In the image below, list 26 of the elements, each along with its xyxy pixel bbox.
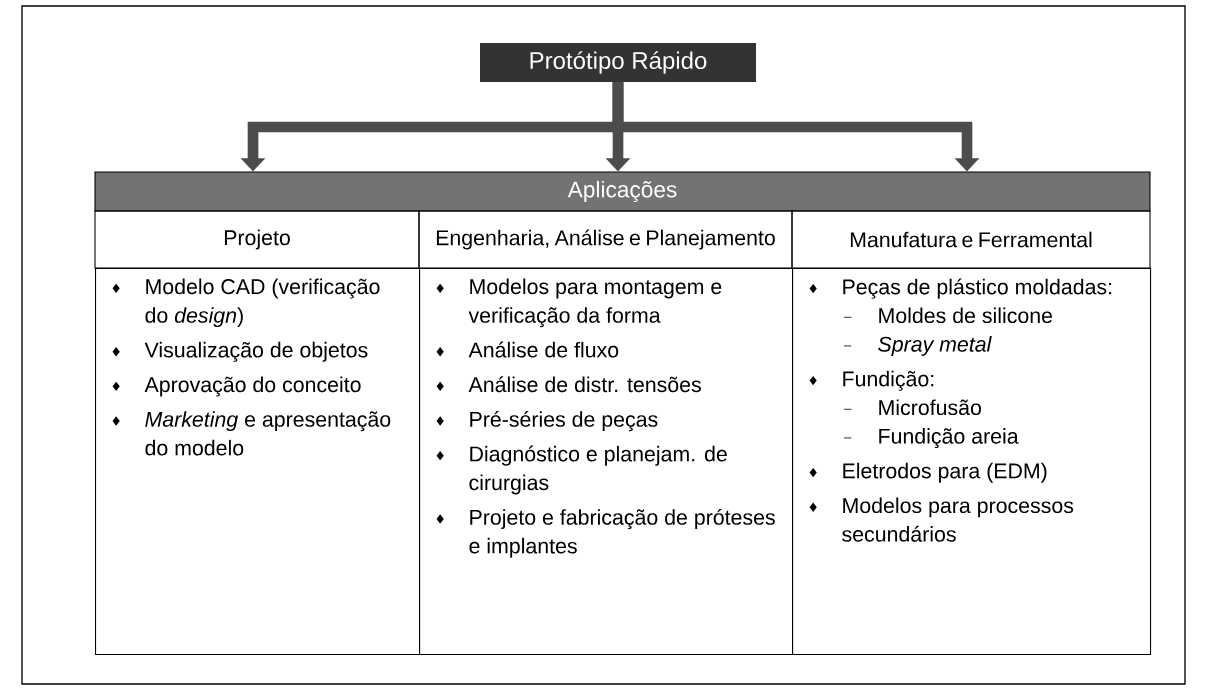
list-item: Diagnóstico e planejam. de cirurgias (469, 445, 727, 495)
list-item: Pré-séries de peças (470, 410, 658, 432)
list-item: Peças de plástico moldadas: (843, 278, 1112, 299)
list-item: Modelos para montagem e verificação da forma (468, 278, 722, 328)
category-band: Aplicações (94, 171, 1151, 212)
title-box: Protótipo Rápido (480, 43, 756, 82)
list-item: Fundição areia (879, 428, 1019, 449)
list-cell (95, 268, 421, 656)
list-item: Marketing e apresentação do modelo (145, 411, 391, 456)
list-cell (792, 268, 1152, 656)
column-header: Engenharia, Análise e Planejamento (418, 210, 793, 269)
column-header: Projeto (94, 210, 420, 269)
list-item: Fundição: (843, 370, 934, 391)
list-item: Spray metal (878, 336, 992, 356)
list-item: Análise de distr. tensões (468, 376, 701, 393)
list-item: Moldes de silicone (879, 307, 1053, 324)
list-item: Modelos para processos secundários (842, 497, 1074, 542)
list-item: Visualização de objetos (144, 341, 368, 362)
list-item: Microfusão (879, 399, 981, 416)
list-item: Modelo CAD (verificação do design) (145, 278, 380, 328)
column-header: Manufatura e Ferramental (791, 210, 1151, 269)
list-cell (419, 268, 794, 656)
list-item: Aprovação do conceito (144, 376, 361, 397)
list-item: Análise de fluxo (468, 341, 619, 358)
list-item: Projeto e fabricação de próteses e implantes (469, 508, 775, 558)
list-item: Eletrodos para (EDM) (843, 462, 1047, 483)
